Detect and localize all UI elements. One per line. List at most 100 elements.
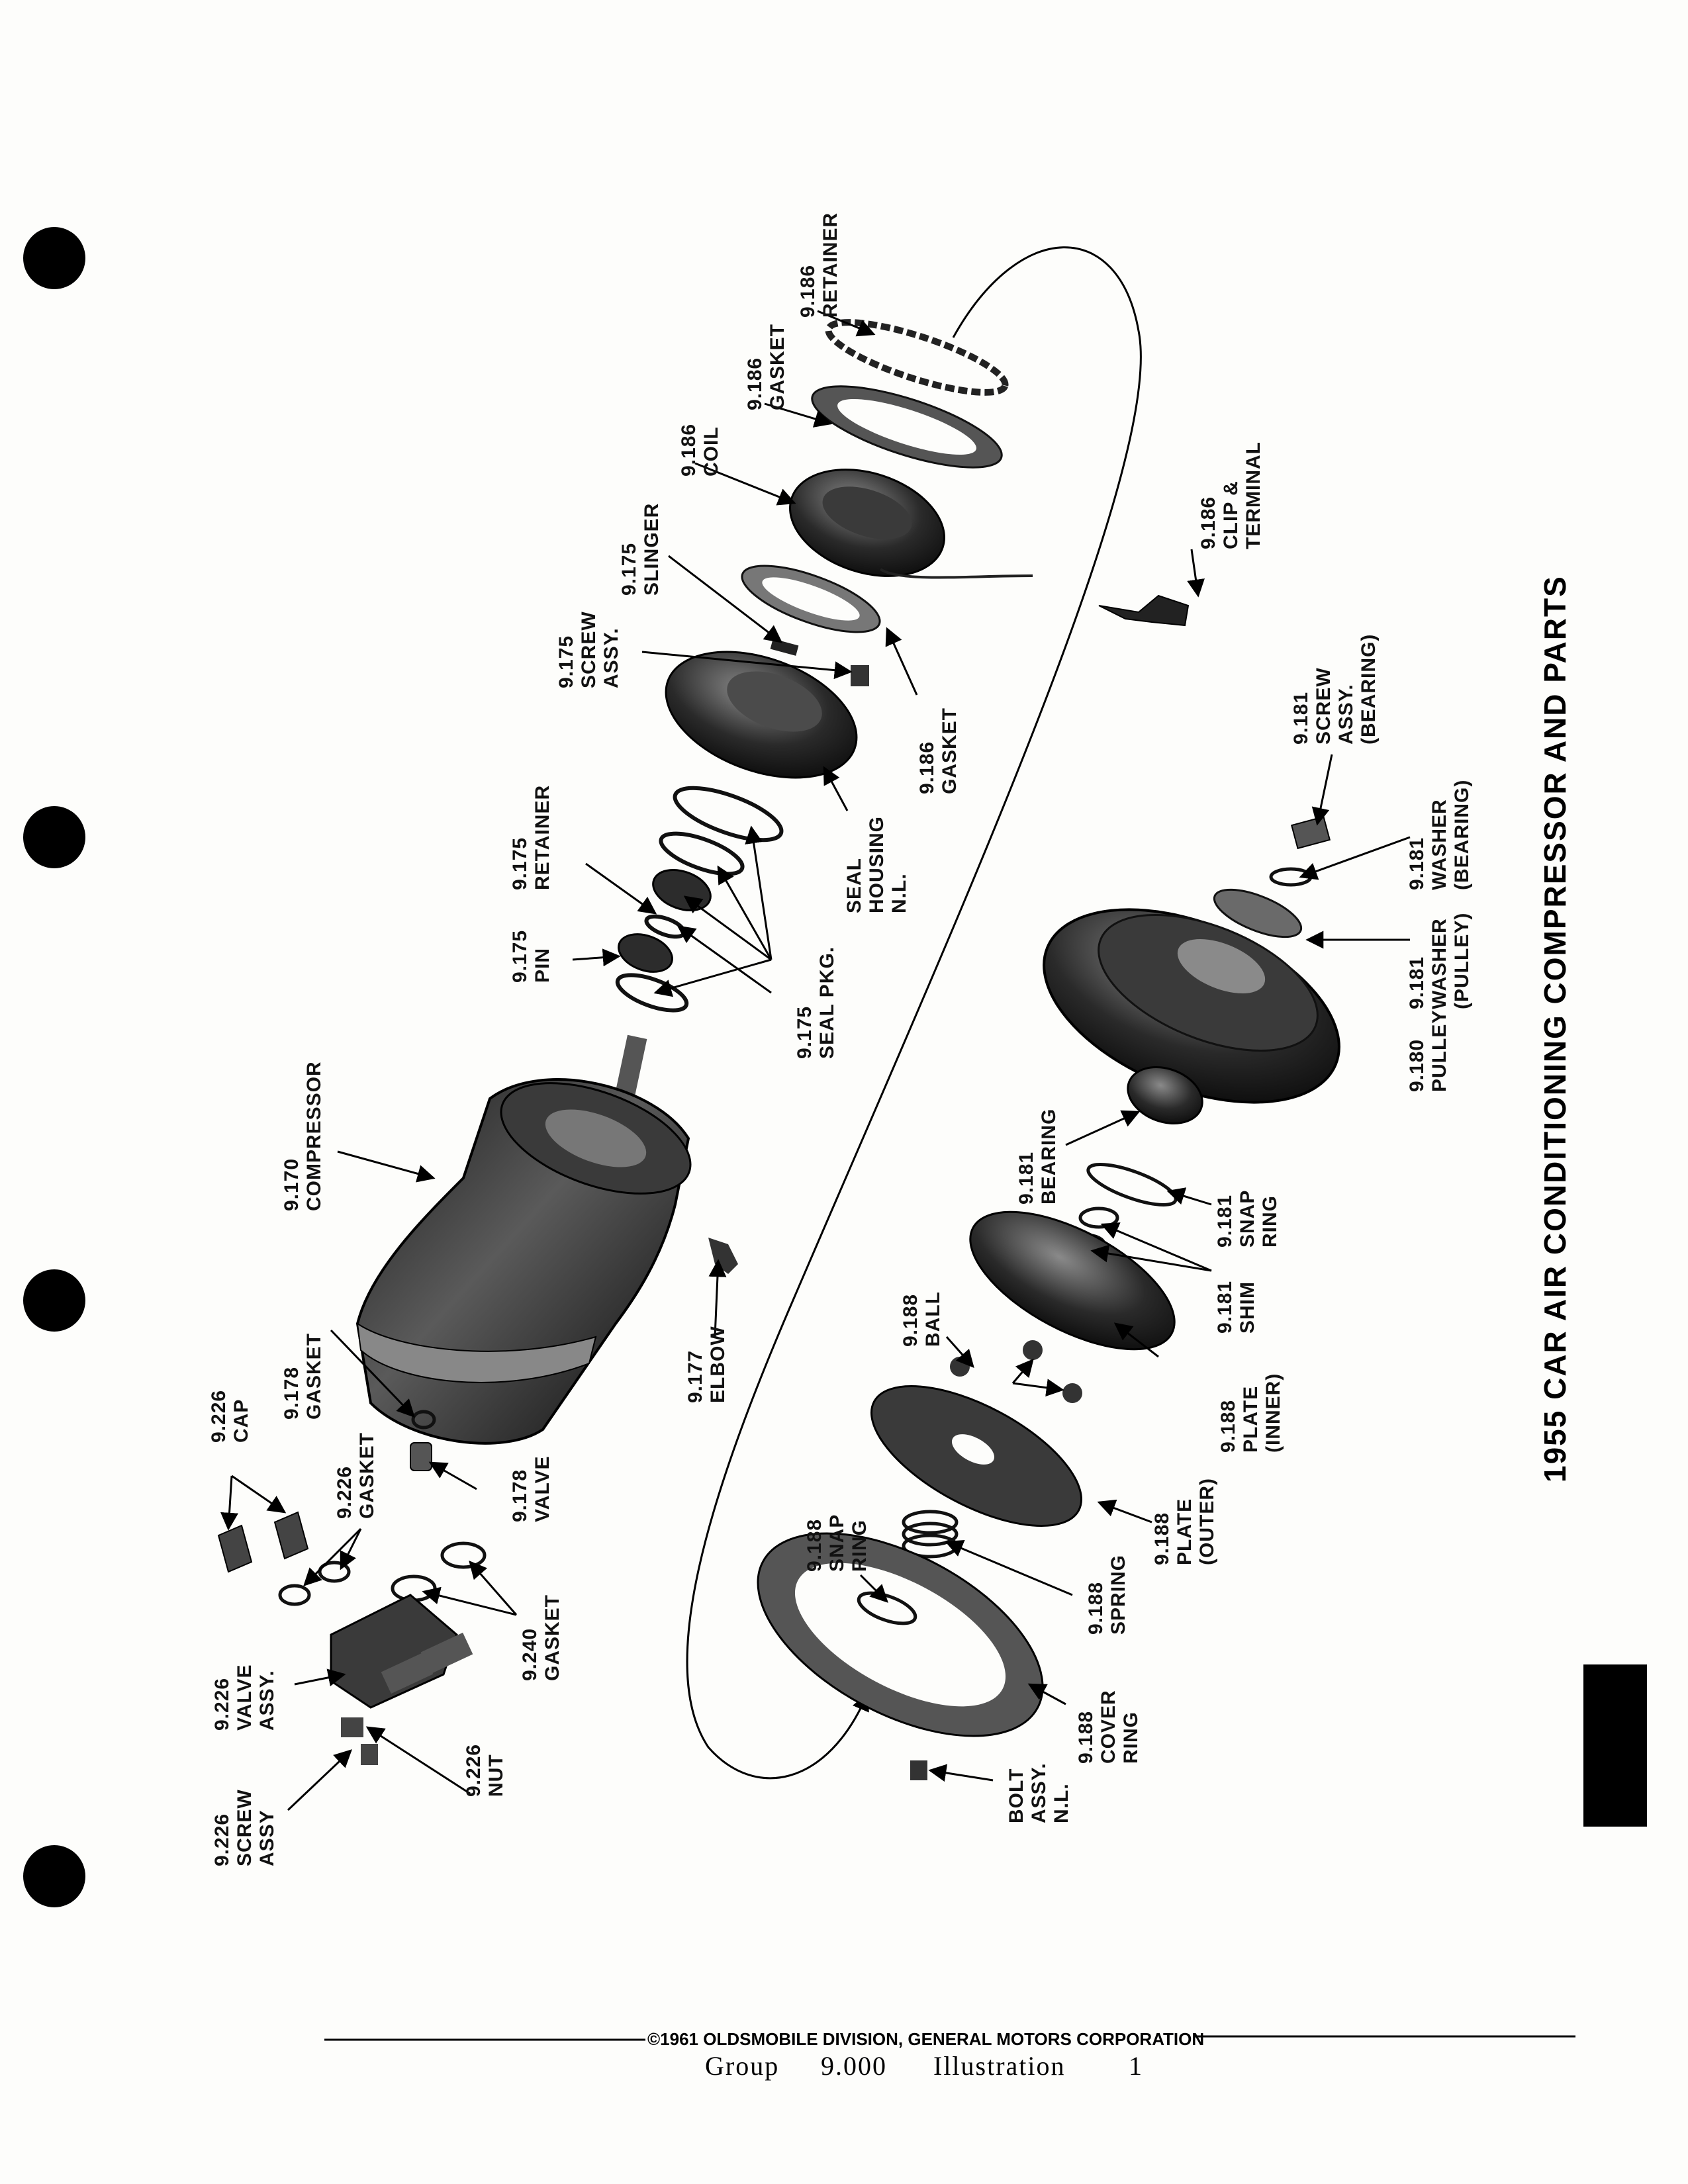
svg-text:SCREW: SCREW	[1313, 667, 1335, 745]
svg-text:GASKET: GASKET	[767, 324, 788, 410]
label-bolt-assy: BOLT ASSY. N.L.	[1006, 1762, 1072, 1823]
svg-text:COVER: COVER	[1098, 1690, 1119, 1764]
label-washer-pulley-9181: 9.181 WASHER (PULLEY)	[1406, 913, 1473, 1009]
svg-text:ASSY.: ASSY.	[256, 1670, 278, 1731]
label-gasket-9226: 9.226 GASKET	[334, 1432, 378, 1519]
label-ball-9188: 9.188 BALL	[900, 1291, 944, 1347]
bearing-screw-part	[1290, 815, 1331, 850]
label-bearing-9181: 9.181 BEARING	[1015, 1109, 1060, 1205]
svg-text:9.181: 9.181	[1214, 1281, 1236, 1334]
label-compressor-9170: 9.170 COMPRESSOR	[281, 1061, 325, 1211]
valve-gasket-parts	[278, 1561, 351, 1606]
svg-text:(OUTER): (OUTER)	[1196, 1478, 1218, 1565]
valve-assembly-part	[330, 1594, 473, 1709]
svg-text:BALL: BALL	[922, 1291, 944, 1347]
svg-text:WASHER: WASHER	[1429, 799, 1450, 890]
assembly-loop-line	[686, 246, 1142, 1780]
compressor-gasket-part	[411, 1410, 436, 1430]
label-slinger-9175: 9.175 SLINGER	[618, 503, 663, 596]
label-clip-terminal-9186: 9.186 CLIP & TERMINAL	[1197, 441, 1264, 549]
svg-text:BEARING: BEARING	[1038, 1109, 1060, 1205]
svg-text:N.L.: N.L.	[1051, 1783, 1072, 1823]
svg-text:9.186: 9.186	[797, 265, 819, 318]
svg-text:(INNER): (INNER)	[1262, 1373, 1284, 1453]
copyright-line: ©1961 OLDSMOBILE DIVISION, GENERAL MOTOR…	[647, 2029, 1204, 2049]
bearing-washer-part	[1269, 867, 1313, 887]
label-screw-assy-9226: 9.226 SCREW ASSY	[211, 1789, 278, 1866]
manifold-gasket-parts	[391, 1541, 487, 1602]
label-elbow-9177: 9.177 ELBOW	[684, 1326, 729, 1403]
slinger-part	[770, 639, 799, 656]
bearing-snap-ring-part	[1086, 1163, 1178, 1206]
cover-ring-part	[757, 1532, 1044, 1737]
svg-text:(BEARING): (BEARING)	[1358, 634, 1380, 745]
svg-text:9.181: 9.181	[1406, 837, 1428, 890]
svg-text:9.188: 9.188	[804, 1519, 825, 1572]
svg-text:RETAINER: RETAINER	[820, 212, 841, 318]
svg-text:ASSY.: ASSY.	[600, 627, 622, 688]
svg-text:PLATE: PLATE	[1174, 1498, 1196, 1565]
svg-text:9.178: 9.178	[509, 1469, 531, 1522]
svg-text:N.L.: N.L.	[888, 873, 910, 913]
svg-text:ASSY.: ASSY.	[1028, 1762, 1050, 1823]
svg-text:9.186: 9.186	[678, 424, 700, 477]
section-tab	[1583, 1664, 1647, 1827]
compressor-part	[355, 1034, 692, 1445]
svg-text:9.240: 9.240	[519, 1628, 541, 1681]
svg-text:SLINGER: SLINGER	[641, 503, 663, 596]
label-valve-9178: 9.178 VALVE	[509, 1455, 553, 1522]
svg-text:(BEARING): (BEARING)	[1451, 780, 1473, 890]
svg-text:GASKET: GASKET	[356, 1432, 378, 1519]
label-outer-plate-9188: 9.188 PLATE (OUTER)	[1151, 1478, 1218, 1565]
svg-text:9.175: 9.175	[618, 543, 640, 596]
svg-text:RING: RING	[1120, 1711, 1142, 1764]
nut-part	[341, 1717, 363, 1737]
clip-terminal-part	[1098, 594, 1190, 627]
svg-text:CAP: CAP	[230, 1399, 252, 1443]
svg-text:9.170: 9.170	[281, 1158, 303, 1211]
svg-text:SEAL: SEAL	[843, 858, 865, 913]
label-seal-pkg-9175: 9.175 SEAL PKG.	[794, 946, 838, 1059]
svg-text:GASKET: GASKET	[541, 1594, 563, 1681]
svg-text:9.186: 9.186	[916, 741, 938, 794]
svg-text:GASKET: GASKET	[303, 1333, 325, 1420]
label-screw-assy-9181: 9.181 SCREW ASSY. (BEARING)	[1290, 634, 1380, 745]
svg-text:9.180: 9.180	[1406, 1039, 1428, 1092]
svg-text:SNAP: SNAP	[1237, 1190, 1258, 1248]
svg-text:PLATE: PLATE	[1240, 1386, 1262, 1453]
plate-snap-ring-part	[857, 1591, 917, 1625]
binder-hole-2	[23, 806, 85, 868]
shim-part-1	[1078, 1206, 1119, 1229]
svg-text:9.226: 9.226	[211, 1678, 233, 1731]
label-screw-assy-9175: 9.175 SCREW ASSY.	[555, 611, 622, 688]
label-seal-housing: SEAL HOUSING N.L.	[843, 816, 910, 913]
svg-text:9.181: 9.181	[1214, 1195, 1236, 1248]
bearing-part	[1127, 1066, 1203, 1125]
seal-screw-part	[851, 665, 869, 686]
svg-text:9.175: 9.175	[509, 837, 531, 890]
seal-housing-part	[665, 651, 858, 779]
svg-text:9.188: 9.188	[1075, 1711, 1097, 1764]
label-pulley-9180: 9.180 PULLEY	[1406, 1010, 1450, 1092]
label-cap-9226: 9.226 CAP	[208, 1390, 252, 1443]
svg-text:SCREW: SCREW	[578, 611, 600, 688]
label-gasket-9240: 9.240 GASKET	[519, 1594, 563, 1681]
svg-text:SHIM: SHIM	[1237, 1281, 1258, 1334]
svg-text:9.226: 9.226	[463, 1744, 485, 1797]
svg-text:9.175: 9.175	[509, 930, 531, 983]
svg-text:PULLEY: PULLEY	[1429, 1010, 1450, 1092]
gasket-top-part	[811, 385, 1003, 469]
label-gasket-9186-low: 9.186 GASKET	[916, 707, 961, 794]
bolt-part	[910, 1760, 927, 1780]
svg-text:BOLT: BOLT	[1006, 1768, 1027, 1823]
svg-text:9.226: 9.226	[208, 1390, 230, 1443]
svg-text:9.175: 9.175	[555, 635, 577, 688]
svg-text:9.181: 9.181	[1290, 692, 1312, 745]
svg-text:9.178: 9.178	[281, 1367, 303, 1420]
inner-plate-part	[969, 1210, 1176, 1351]
outer-plate-part	[870, 1385, 1082, 1527]
label-cover-ring-9188: 9.188 COVER RING	[1075, 1690, 1142, 1764]
label-retainer-9175: 9.175 RETAINER	[509, 785, 553, 890]
svg-text:VALVE: VALVE	[234, 1664, 256, 1731]
